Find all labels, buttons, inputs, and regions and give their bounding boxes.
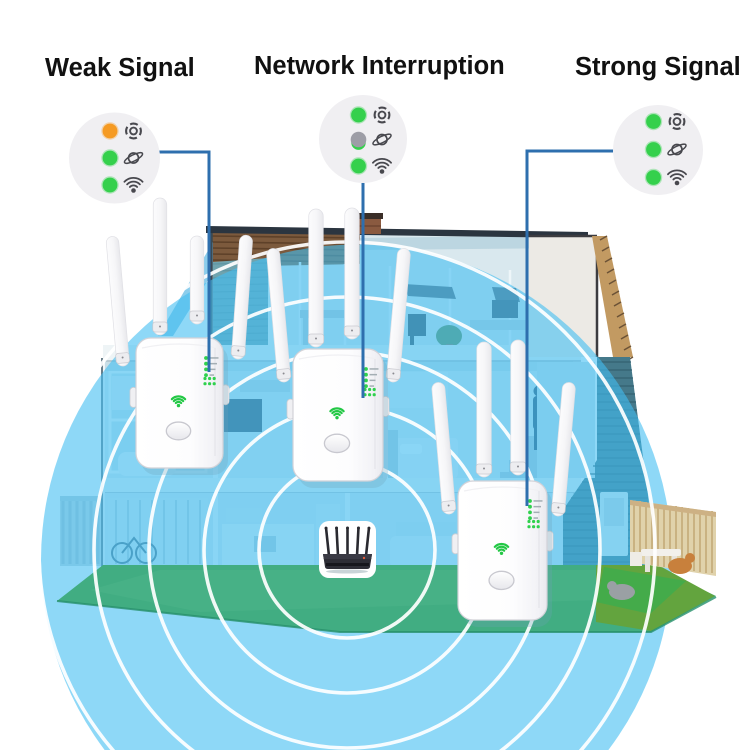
svg-text:Network Interruption: Network Interruption xyxy=(254,52,505,80)
svg-text:Strong Signal: Strong Signal xyxy=(575,53,741,81)
svg-text:Weak Signal: Weak Signal xyxy=(45,54,195,82)
